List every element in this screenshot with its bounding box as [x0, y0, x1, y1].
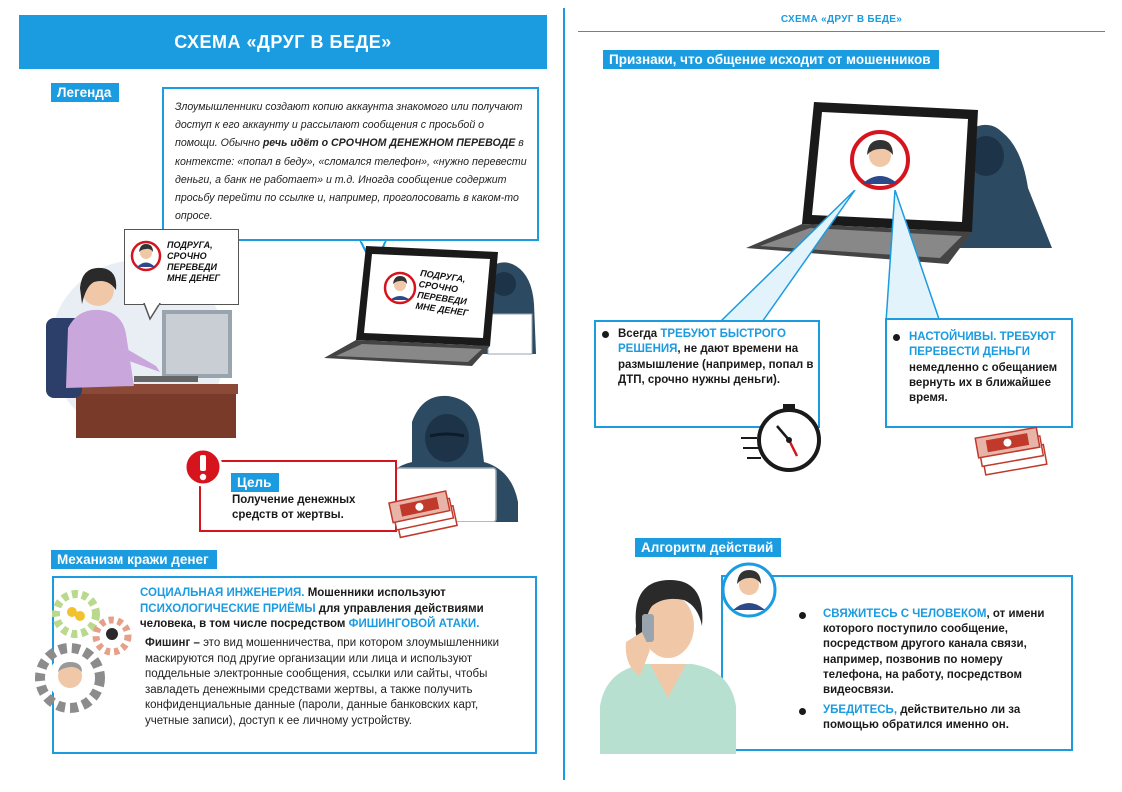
bullet — [893, 334, 900, 341]
step-1-part-a: СВЯЖИТЕСЬ С ЧЕЛОВЕКОМ — [823, 608, 987, 620]
step-2-part-a: УБЕДИТЕСЬ, — [823, 704, 898, 716]
right-page-header: СХЕМА «ДРУГ В БЕДЕ» — [780, 14, 903, 25]
bubble-1-text: ПОДРУГА, СРОЧНО ПЕРЕВЕДИ МНЕ ДЕНЕГ — [167, 240, 221, 283]
money-icon — [388, 490, 458, 539]
step-2-part-b: действительно ли за помощью обратился им… — [823, 704, 1021, 732]
stopwatch-icon — [741, 404, 821, 472]
money-icon — [974, 426, 1048, 476]
algorithm-step-1: СВЯЖИТЕСЬ С ЧЕЛОВЕКОМ, от имени которого… — [823, 607, 1063, 698]
sign-text-2: НАСТОЙЧИВЫ. ТРЕБУЮТ ПЕРЕВЕСТИ ДЕНЬГИ нем… — [909, 330, 1067, 406]
laptop-message-illustration — [324, 246, 536, 366]
algorithm-step-2: УБЕДИТЕСЬ, действительно ли за помощью о… — [823, 703, 1063, 733]
sign-1-part-a: Всегда — [618, 328, 661, 340]
social-engineering-term: СОЦИАЛЬНАЯ ИНЖЕНЕРИЯ. — [140, 587, 305, 599]
mechanism-intro-text-1: Мошенники используют — [304, 587, 446, 599]
bubble-1-tail — [143, 303, 161, 321]
sign-1-part-b: ТРЕБУЮТ БЫСТРОГО РЕШЕНИЯ — [618, 328, 786, 356]
phishing-definition: Фишинг – это вид мошенничества, при кото… — [145, 636, 520, 729]
legend-text-2: в контексте: «попал в беду», «сломался т… — [175, 137, 527, 223]
phishing-attack-term: ФИШИНГОВОЙ АТАКИ. — [348, 618, 480, 630]
signs-tag: Признаки, что общение исходит от мошенни… — [603, 50, 939, 69]
sign-box-2 — [885, 318, 1073, 428]
sign-1-part-c: , не дают времени на размышление (наприм… — [618, 343, 814, 386]
friend-avatar-icon — [721, 562, 777, 618]
sign-2-part-b: немедленно с обещанием вернуть их в ближ… — [909, 361, 1058, 405]
gears-illustration — [35, 590, 132, 713]
algorithm-tag: Алгоритм действий — [635, 538, 782, 557]
page-title: СХЕМА «ДРУГ В БЕДЕ» — [19, 15, 547, 69]
friend-avatar-icon — [130, 240, 162, 272]
gear-icon — [35, 643, 105, 713]
gear-icon — [52, 590, 100, 638]
mechanism-intro-text-2: для управления действиями человека, в то… — [140, 602, 484, 631]
sign-text-1: Всегда ТРЕБУЮТ БЫСТРОГО РЕШЕНИЯ, не дают… — [618, 327, 814, 388]
mechanism-tag: Механизм кражи денег — [51, 550, 217, 569]
bullet — [799, 612, 806, 619]
sign-2-part-a: НАСТОЙЧИВЫ. ТРЕБУЮТ ПЕРЕВЕСТИ ДЕНЬГИ — [909, 331, 1056, 359]
goal-text: Получение денежных средств от жертвы. — [232, 494, 356, 521]
exclamation-icon — [183, 447, 223, 487]
mechanism-intro: СОЦИАЛЬНАЯ ИНЖЕНЕРИЯ. Мошенники использу… — [140, 586, 528, 633]
legend-box: Злоумышленники создают копию аккаунта зн… — [162, 87, 539, 241]
mechanism-box — [52, 576, 537, 754]
bullet — [799, 708, 806, 715]
step-1-part-b: , от имени которого поступило сообщение,… — [823, 608, 1045, 697]
woman-on-phone-illustration — [600, 580, 736, 754]
goal-tag: Цель — [231, 473, 280, 492]
algorithm-box — [721, 575, 1073, 751]
header-rule — [578, 31, 1105, 32]
legend-text-1: Злоумышленники создают копию аккаунта зн… — [175, 101, 523, 150]
page-divider — [563, 8, 565, 780]
psych-tricks-term: ПСИХОЛОГИЧЕСКИЕ ПРИЁМЫ — [140, 602, 316, 615]
goal-box — [199, 460, 397, 532]
bullet — [602, 331, 609, 338]
gear-icon — [92, 616, 132, 656]
legend-tag: Легенда — [51, 83, 120, 102]
legend-text-bold: речь идёт о СРОЧНОМ ДЕНЕЖНОМ ПЕРЕВОДЕ — [262, 137, 516, 150]
phishing-text: это вид мошенничества, при котором злоум… — [145, 637, 499, 727]
phishing-term: Фишинг – — [145, 637, 200, 649]
